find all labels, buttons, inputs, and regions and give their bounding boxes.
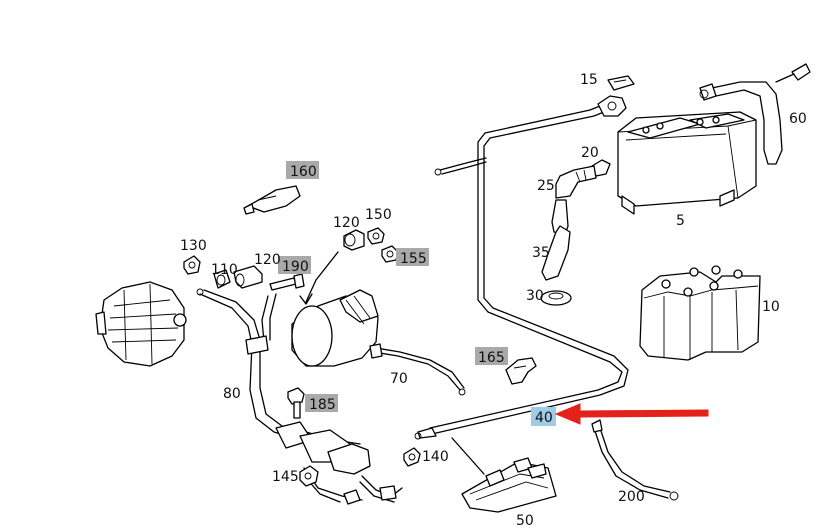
highlight-155 xyxy=(396,248,429,266)
label-140: 140 xyxy=(422,449,449,465)
part-130-nut xyxy=(183,255,201,275)
part-120-sleeve-upper xyxy=(343,229,365,251)
pointer-arrow xyxy=(299,251,339,305)
label-15: 15 xyxy=(580,72,598,88)
part-15-cover xyxy=(607,75,635,91)
label-60: 60 xyxy=(789,111,807,127)
red-arrow xyxy=(554,403,709,425)
part-200-ground-cable xyxy=(591,419,679,501)
highlight-160 xyxy=(286,161,319,179)
cable-thin-left xyxy=(434,157,487,176)
highlight-185 xyxy=(305,394,338,412)
alternator xyxy=(95,281,187,367)
highlight-40 xyxy=(531,407,556,426)
label-120-lower: 120 xyxy=(254,252,281,268)
label-70: 70 xyxy=(390,371,408,387)
part-80-harness xyxy=(196,288,371,475)
label-130: 130 xyxy=(180,238,207,254)
part-70-cable xyxy=(369,343,466,396)
part-50-junction-block xyxy=(451,437,557,513)
part-165-clip xyxy=(505,357,537,385)
part-160-clip xyxy=(243,185,301,215)
part-155-nut xyxy=(381,245,399,263)
part-60-ground-strap xyxy=(699,63,811,165)
label-145: 145 xyxy=(272,469,299,485)
label-50: 50 xyxy=(516,513,534,528)
part-145-nut xyxy=(299,465,319,487)
label-165: 165 xyxy=(478,350,505,366)
part-150-nut xyxy=(367,227,385,245)
part-110-washer xyxy=(213,269,231,289)
part-120-sleeve-lower xyxy=(233,265,263,289)
label-110: 110 xyxy=(211,262,238,278)
battery-terminal-clamp xyxy=(597,95,627,117)
part-30-grommet xyxy=(540,290,572,306)
part-185-bolt xyxy=(287,387,305,419)
label-190: 190 xyxy=(282,259,309,275)
label-120-upper: 120 xyxy=(333,215,360,231)
label-200: 200 xyxy=(618,489,645,505)
label-150: 150 xyxy=(365,207,392,223)
part-10-battery-cells xyxy=(639,265,761,361)
label-10: 10 xyxy=(762,299,780,315)
label-155: 155 xyxy=(400,251,427,267)
part-35-hose xyxy=(541,199,571,281)
highlight-165 xyxy=(475,347,508,365)
part-140-nut xyxy=(403,447,421,467)
highlight-190 xyxy=(278,256,311,274)
part-5-battery xyxy=(617,111,757,215)
part-25-elbow xyxy=(555,165,597,199)
label-160: 160 xyxy=(290,164,317,180)
label-185: 185 xyxy=(309,397,336,413)
cable-40 xyxy=(414,105,629,440)
label-20: 20 xyxy=(581,145,599,161)
label-35: 35 xyxy=(532,245,550,261)
label-30: 30 xyxy=(526,288,544,304)
label-40: 40 xyxy=(535,410,553,426)
starter-motor xyxy=(291,289,379,367)
part-190-bolt xyxy=(269,273,305,291)
label-25: 25 xyxy=(537,178,555,194)
label-80: 80 xyxy=(223,386,241,402)
ground-leads-lower xyxy=(303,467,403,505)
label-5: 5 xyxy=(676,213,685,229)
